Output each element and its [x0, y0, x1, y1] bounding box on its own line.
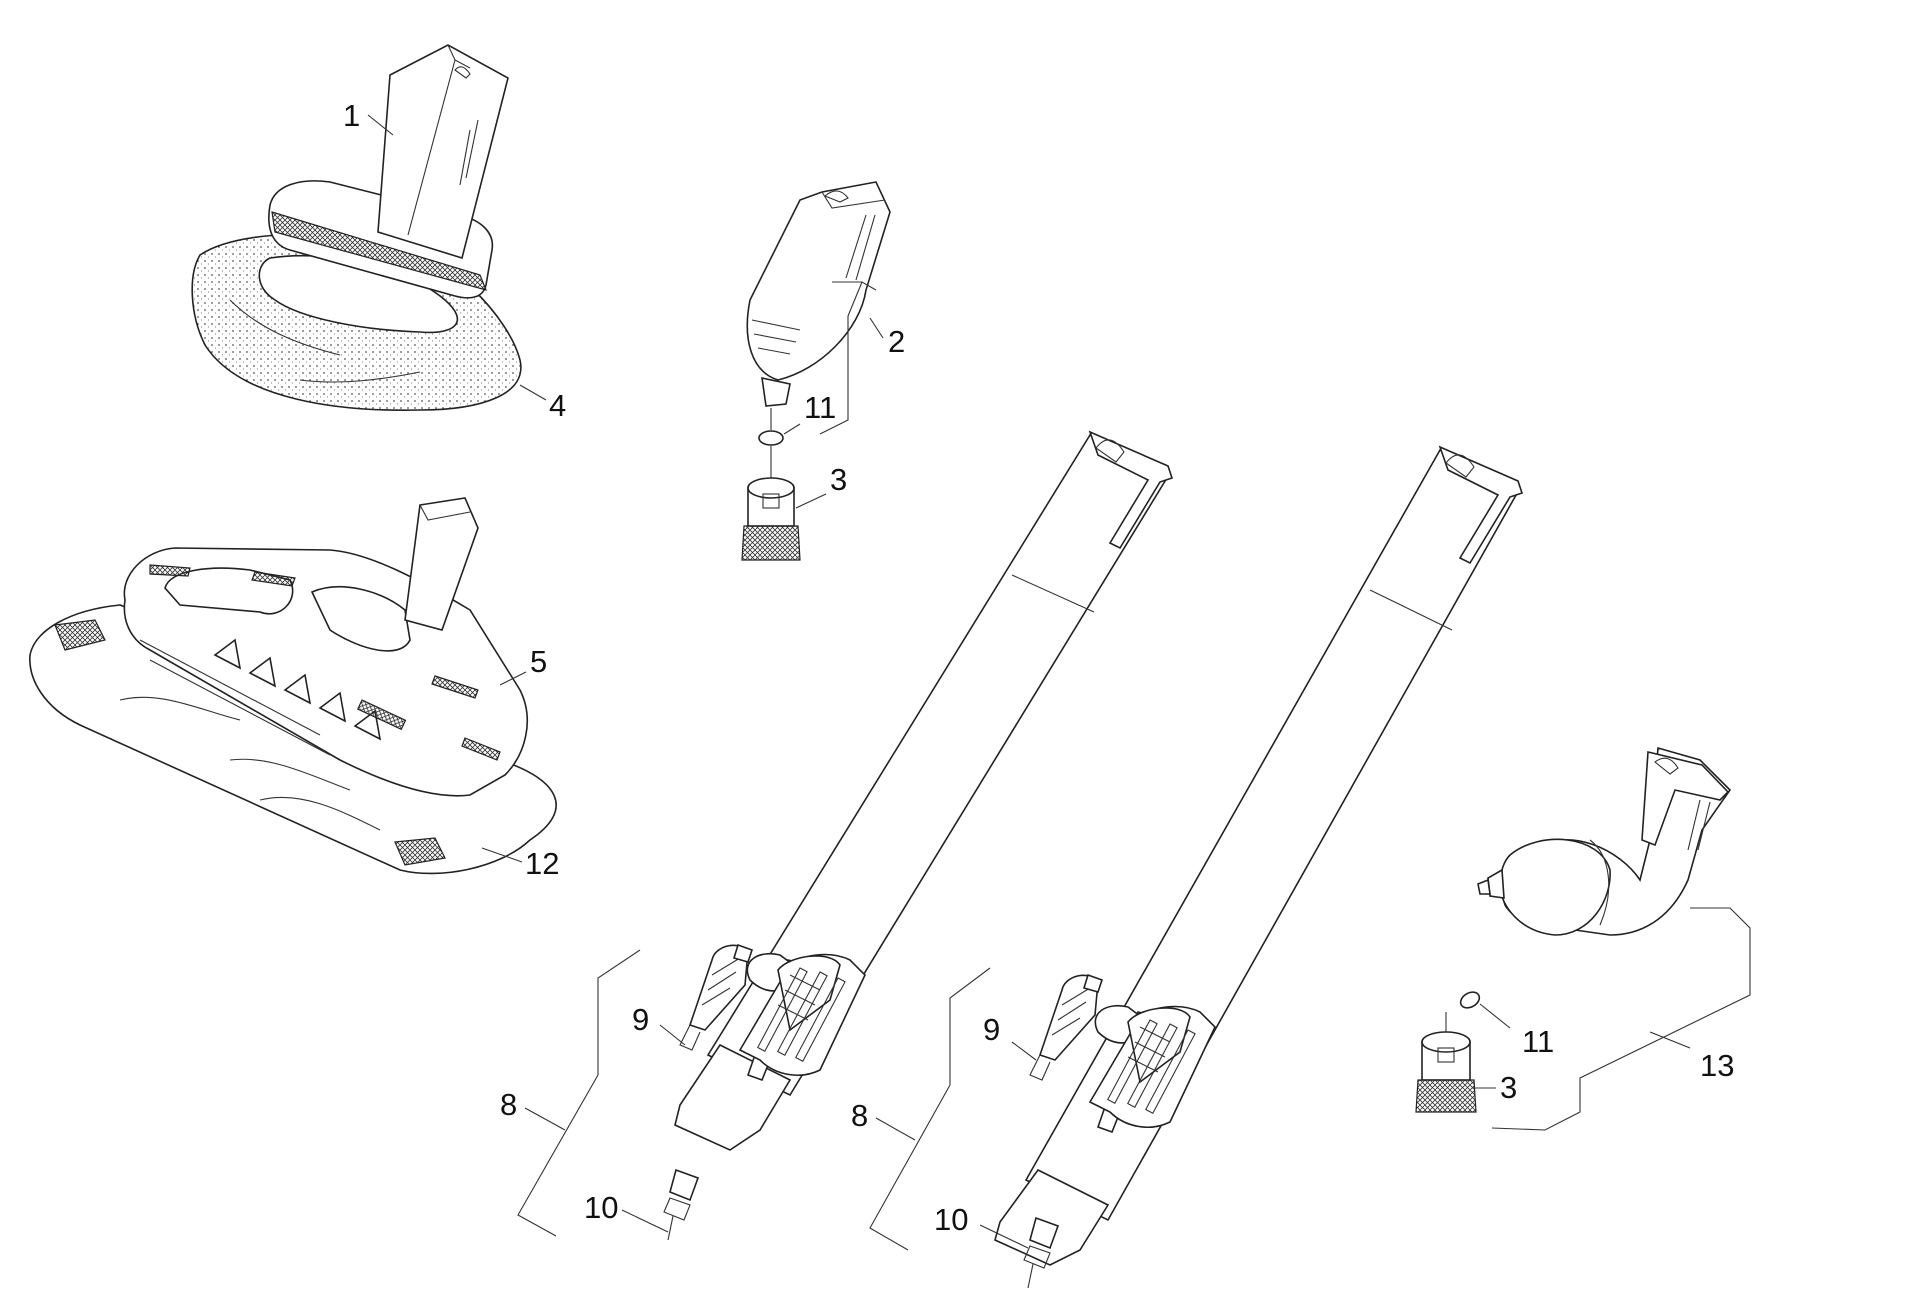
hand-nozzle-part — [268, 44, 509, 299]
callout-3-top-label: 3 — [830, 462, 847, 497]
callout-11-top-label: 11 — [804, 390, 836, 425]
callout-2-label: 2 — [888, 324, 905, 359]
detail-nozzle-part — [746, 181, 891, 482]
callout-9-a-label: 9 — [632, 1002, 649, 1037]
floor-cloth-part — [29, 604, 557, 875]
callout-12-label: 12 — [525, 846, 559, 881]
callout-11-bottom: 11 — [1479, 1003, 1554, 1059]
callout-12: 12 — [481, 846, 559, 881]
callout-9-b: 9 — [983, 1012, 1037, 1061]
callout-5-label: 5 — [530, 644, 547, 679]
callout-11-bottom-label: 11 — [1522, 1024, 1554, 1059]
callout-10-b-label: 10 — [934, 1202, 968, 1237]
clip-part-b — [1029, 973, 1104, 1081]
clip-part-a — [679, 943, 754, 1051]
floor-nozzle-part — [123, 497, 528, 797]
callout-3-bottom-label: 3 — [1500, 1070, 1517, 1105]
callout-3-top: 3 — [795, 462, 847, 509]
callout-1: 1 — [343, 98, 394, 136]
callout-4-label: 4 — [549, 388, 566, 423]
callout-3-bottom: 3 — [1472, 1070, 1517, 1105]
callout-10-a: 10 — [584, 1190, 669, 1233]
callout-10-a-label: 10 — [584, 1190, 618, 1225]
callout-13-label: 13 — [1700, 1048, 1734, 1083]
callout-8-b: 8 — [851, 967, 991, 1251]
callout-2: 2 — [819, 281, 905, 435]
callout-8-a-label: 8 — [500, 1087, 517, 1122]
tube-lock-part-a — [738, 953, 866, 1076]
callout-1-label: 1 — [343, 98, 360, 133]
callout-5: 5 — [499, 644, 547, 686]
point-nozzle-part — [1459, 746, 1732, 1009]
callout-9-b-label: 9 — [983, 1012, 1000, 1047]
callout-8-b-label: 8 — [851, 1098, 868, 1133]
callout-11-top: 11 — [783, 390, 836, 435]
callout-9-a: 9 — [632, 1002, 686, 1046]
tube-lock-part-b — [1088, 1005, 1216, 1128]
callout-8-a: 8 — [500, 949, 641, 1237]
round-brush-part-bottom — [1415, 1012, 1477, 1113]
round-brush-part-top — [741, 477, 801, 561]
callout-10-b: 10 — [934, 1202, 1029, 1249]
callout-4: 4 — [519, 384, 566, 423]
callout-13: 13 — [1491, 907, 1751, 1131]
